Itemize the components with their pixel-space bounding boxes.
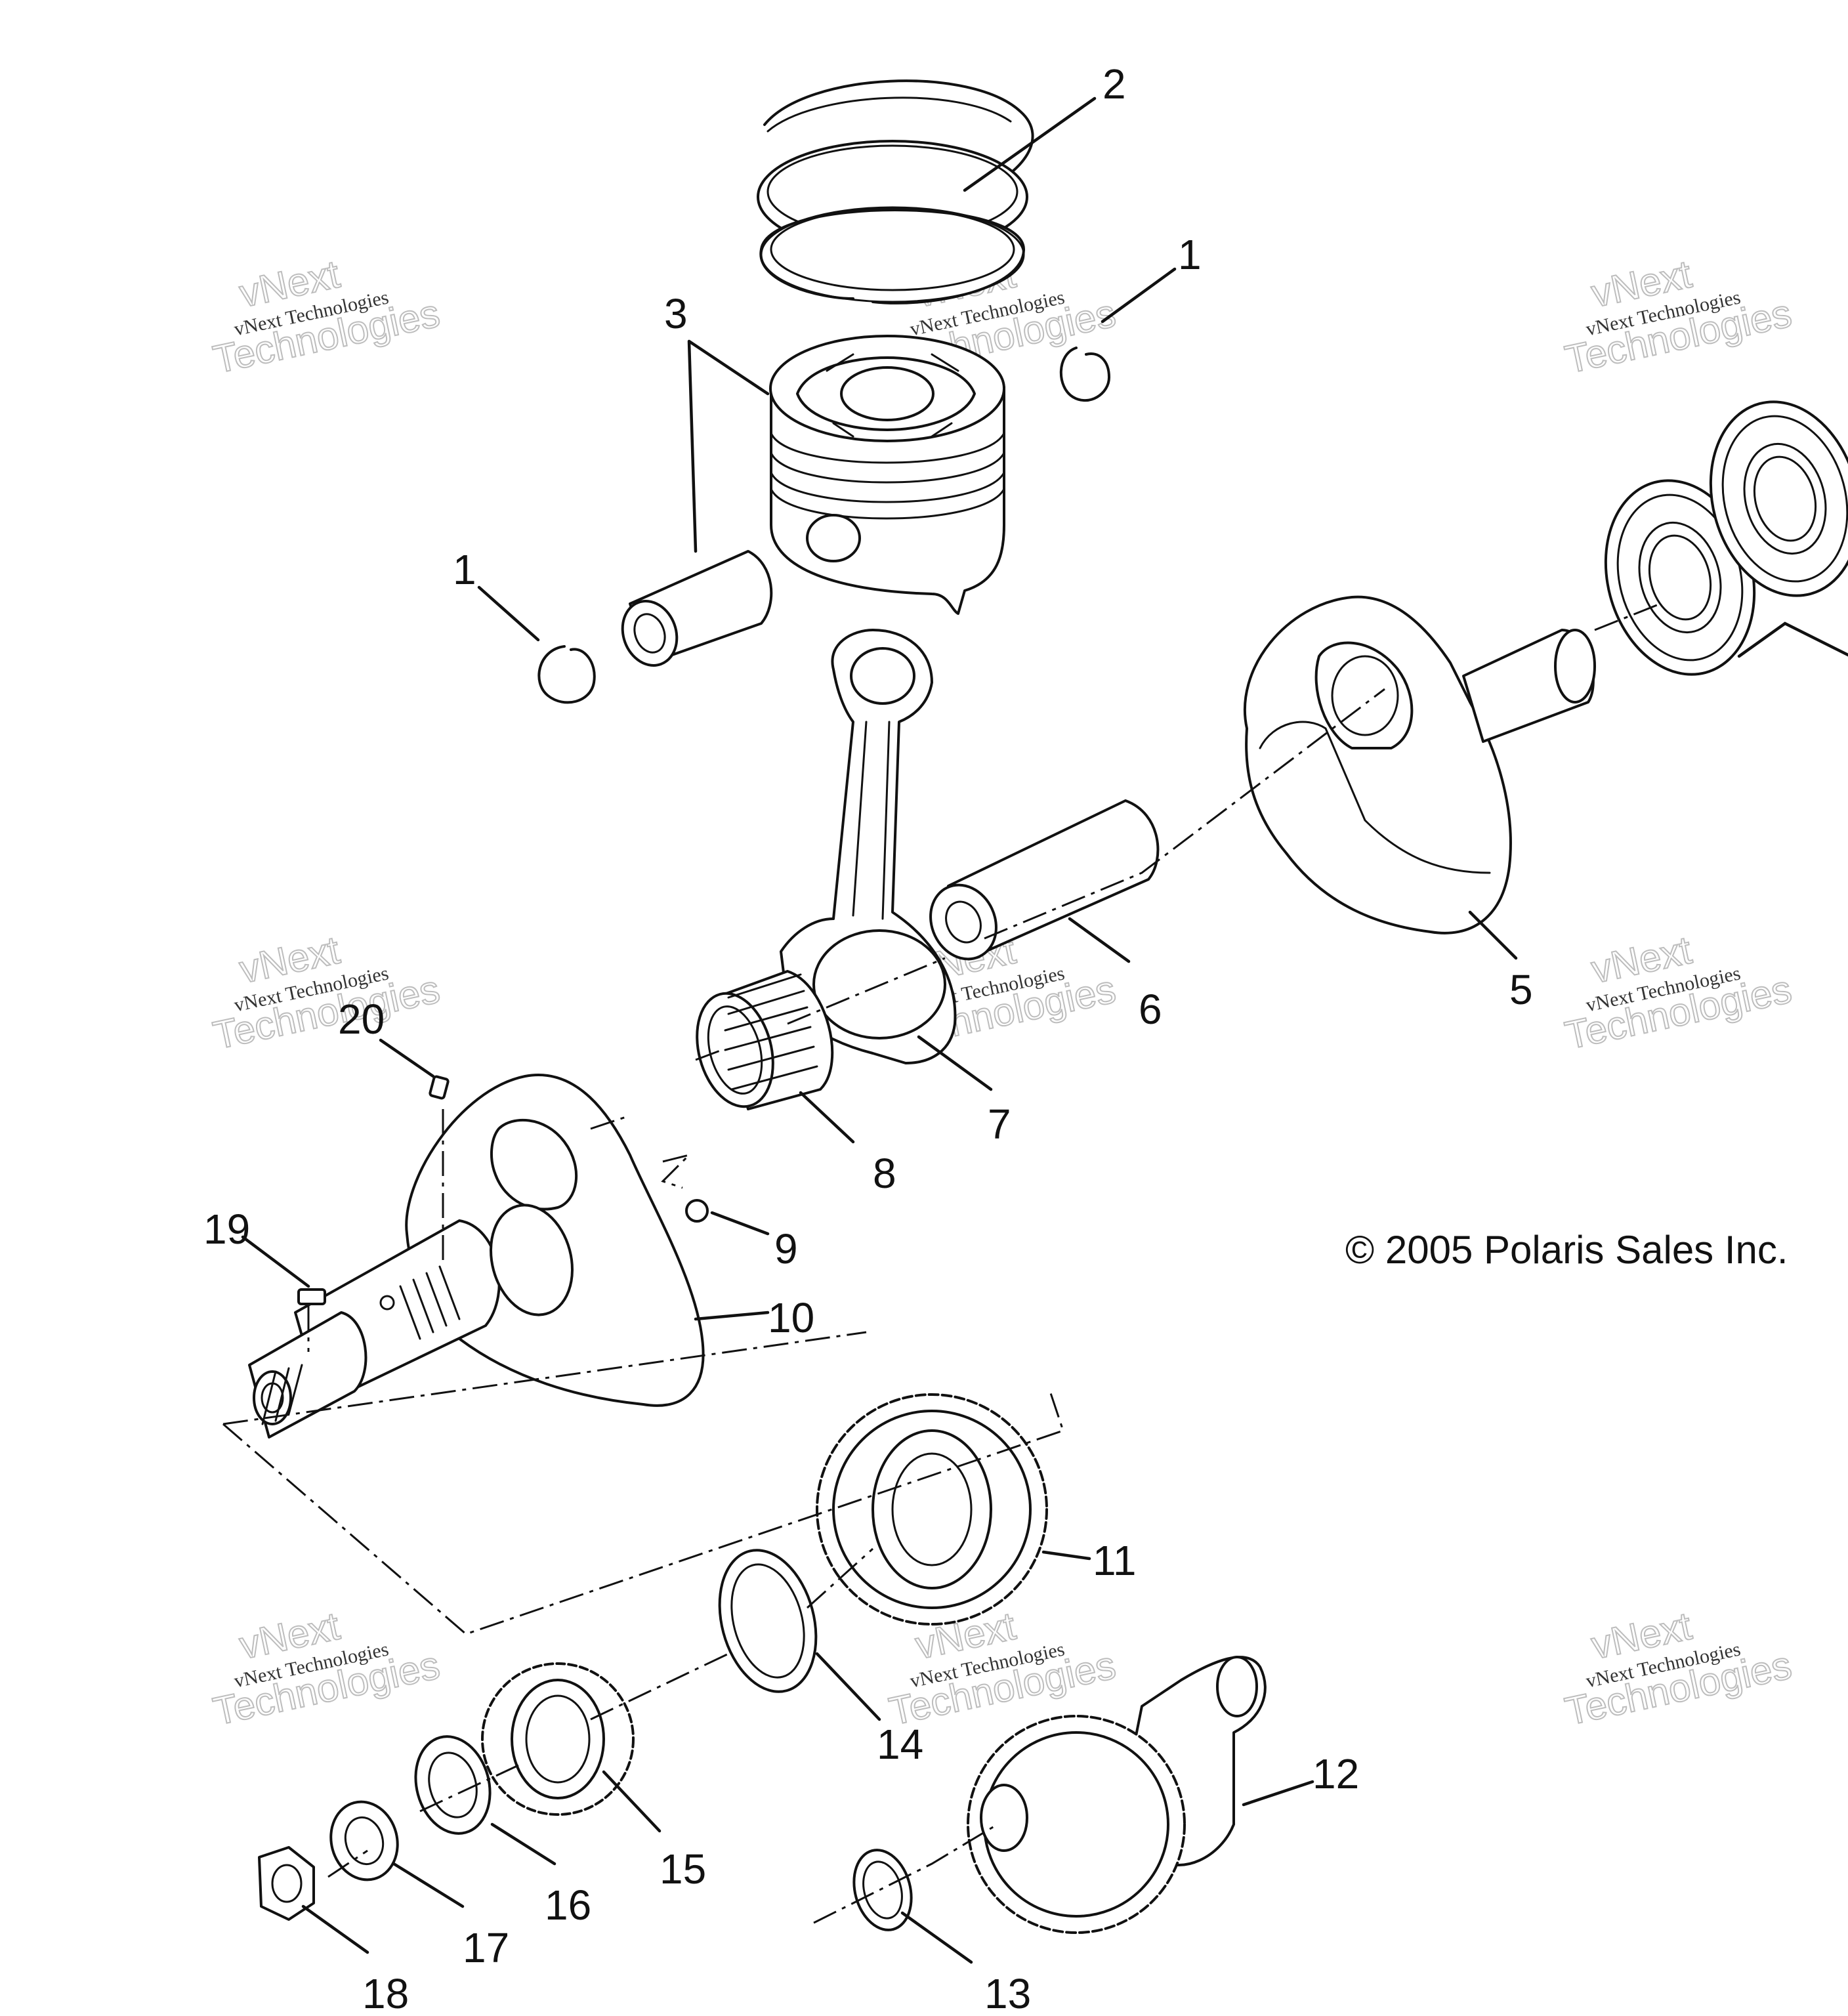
callout-13: 13	[984, 1970, 1031, 2016]
circlip-right	[1059, 346, 1110, 402]
circlip-left	[537, 645, 596, 704]
callout-3: 2	[1102, 60, 1126, 108]
callout-2: 3	[664, 290, 688, 337]
flat-washer	[329, 1800, 399, 1881]
callout-11: 11	[1093, 1537, 1136, 1584]
callout-labels: 2 1 3 1 5 6 7 8 9 10 11 12 13 14 15 16 1…	[203, 60, 1533, 2016]
lock-nut-castellated	[414, 1735, 492, 1835]
connecting-rod	[780, 629, 957, 1064]
callout-12: 12	[1312, 1750, 1359, 1797]
wrist-pin	[621, 550, 773, 667]
callout-15: 15	[660, 1845, 706, 1893]
balancer-washer	[852, 1849, 913, 1931]
watermark: vNext vNext Technologies Technologies	[209, 1603, 444, 1734]
piston-rings	[757, 79, 1034, 304]
leader-lines	[241, 96, 1848, 1964]
main-bearing-2	[1709, 400, 1848, 597]
balancer-drive-gear	[816, 1393, 1048, 1626]
needle-bearing	[696, 970, 834, 1110]
callout-18: 18	[362, 1970, 409, 2016]
watermark: vNext vNext Technologies Technologies	[1561, 1603, 1796, 1734]
crankshaft-right-half	[1243, 595, 1596, 934]
callout-6: 6	[1139, 986, 1162, 1033]
woodruff-key-top	[429, 1075, 450, 1100]
thrust-washer	[718, 1549, 818, 1693]
watermark: vNext vNext Technologies Technologies	[209, 251, 444, 383]
callout-14: 14	[877, 1721, 923, 1768]
watermark: vNext vNext Technologies Technologies	[1561, 927, 1796, 1059]
callout-5: 5	[1509, 966, 1533, 1013]
callout-8: 8	[873, 1150, 896, 1197]
piston	[769, 335, 1005, 615]
callout-17: 17	[463, 1924, 509, 1971]
copyright-text: © 2005 Polaris Sales Inc.	[1345, 1228, 1788, 1272]
watermark: vNext vNext Technologies Technologies	[209, 927, 444, 1059]
crank-gear	[481, 1662, 635, 1816]
crank-pin	[929, 799, 1160, 961]
balancer-shaft	[967, 1656, 1267, 1934]
callout-7: 7	[988, 1101, 1011, 1148]
hex-nut	[258, 1846, 315, 1921]
main-bearing-1	[1604, 479, 1756, 676]
crankshaft-left-half	[248, 1074, 705, 1438]
locating-pin	[685, 1199, 709, 1223]
callout-16: 16	[545, 1881, 591, 1929]
woodruff-key-side	[297, 1288, 326, 1305]
callout-19: 19	[203, 1206, 250, 1253]
center-lines	[222, 602, 1661, 1924]
callout-10: 10	[768, 1294, 814, 1341]
callout-1-left: 1	[453, 546, 476, 593]
watermark: vNext vNext Technologies Technologies	[1561, 251, 1796, 383]
callout-1-right: 1	[1178, 231, 1202, 278]
callout-20: 20	[338, 996, 385, 1043]
callout-9: 9	[774, 1225, 798, 1272]
